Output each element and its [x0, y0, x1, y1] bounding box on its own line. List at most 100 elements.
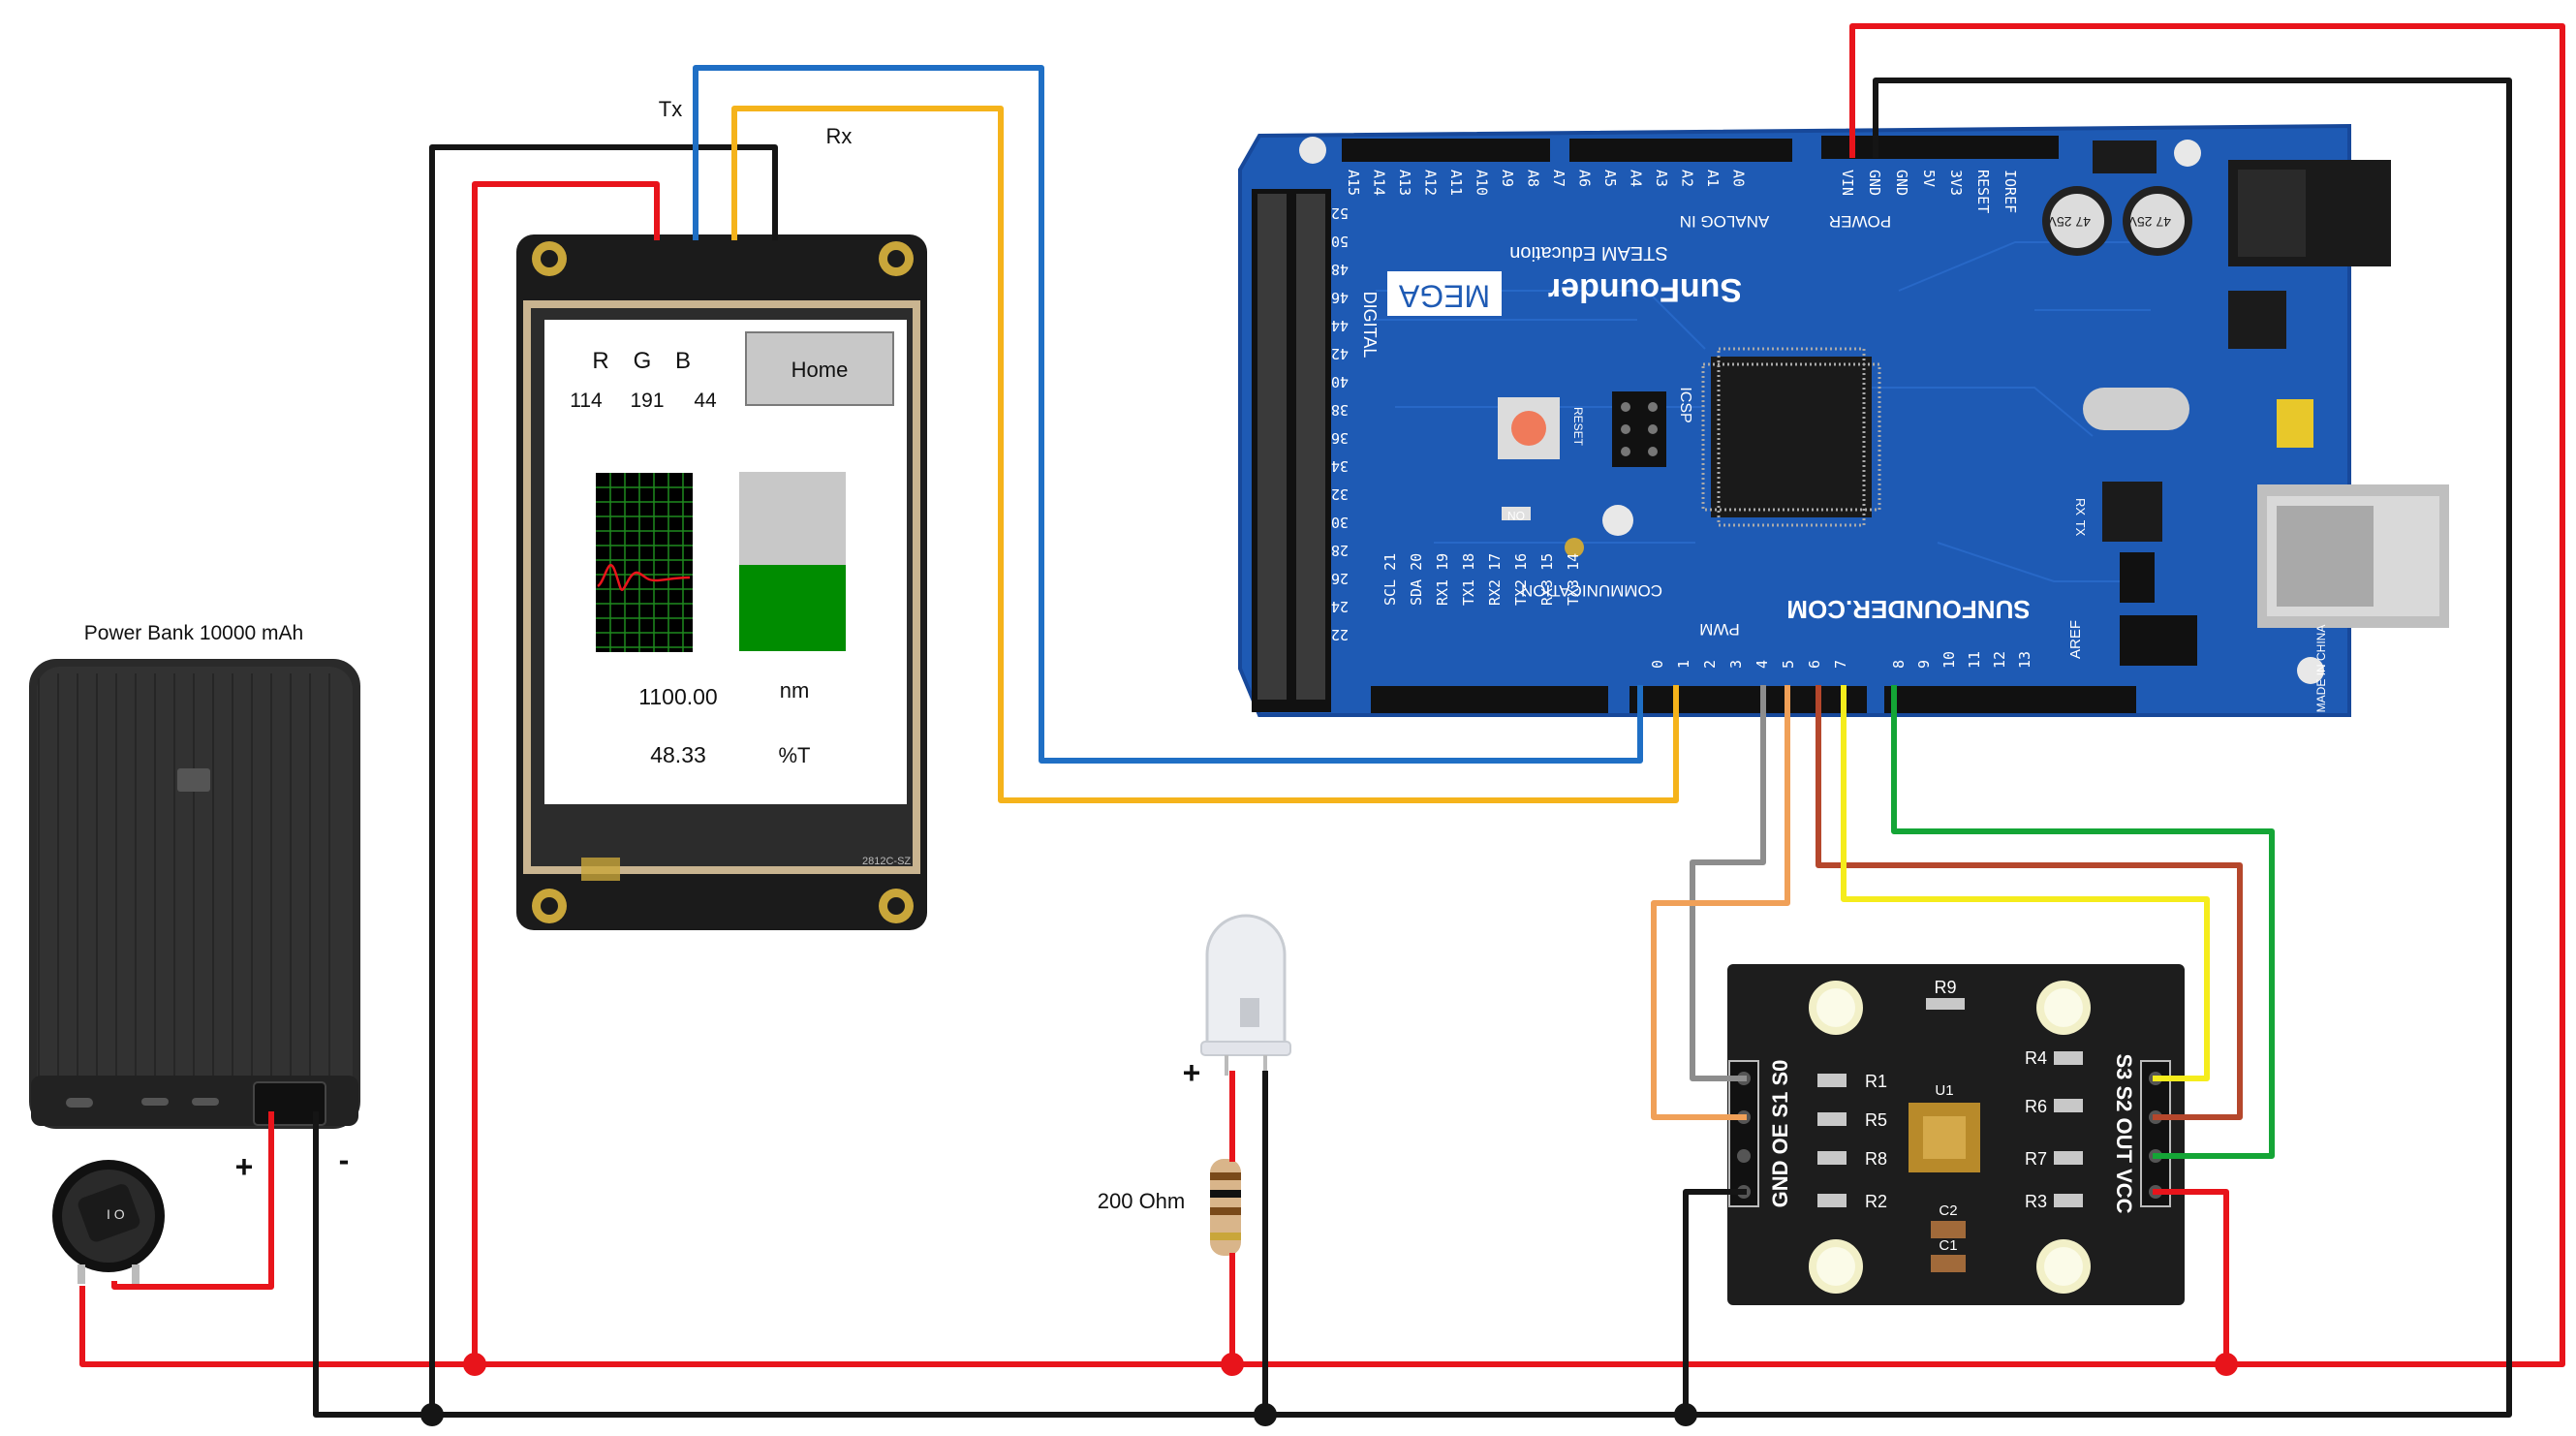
- arduino-pin-label: SCL 21: [1381, 553, 1399, 606]
- display-home-button[interactable]: Home: [745, 331, 894, 406]
- arduino-pin-label: 5: [1780, 660, 1797, 669]
- arduino-model-box: [1387, 271, 1502, 316]
- power-bank-logo-icon: [177, 768, 210, 792]
- arduino-brand: SunFounder: [1548, 271, 1742, 308]
- arduino-on-label: ON: [1507, 509, 1525, 522]
- display-r-value: 114: [570, 390, 603, 412]
- sensor-left-pins: GND OE S1 S0: [1768, 1060, 1792, 1208]
- arduino-pin-label: A15: [1345, 170, 1362, 196]
- sensor-r9: R9: [1934, 978, 1956, 997]
- arduino-pin-label: 36: [1331, 429, 1349, 447]
- arduino-pin-label: A7: [1550, 170, 1567, 187]
- arduino-pin-label: RX1 19: [1434, 553, 1451, 606]
- power-switch[interactable]: I O: [52, 1160, 165, 1284]
- display-home-button-label[interactable]: Home: [791, 358, 849, 382]
- resistor-label: 200 Ohm: [1098, 1189, 1186, 1213]
- display-transmittance-bar: [739, 472, 846, 651]
- resistor-200-ohm: [1210, 1159, 1241, 1256]
- arduino-section-power: POWER: [1829, 212, 1891, 231]
- arduino-pin-label: A5: [1601, 170, 1619, 187]
- arduino-pin-label: VIN: [1839, 170, 1856, 196]
- sensor-r7: R7: [2025, 1149, 2047, 1169]
- arduino-pin-label: TX1 18: [1460, 553, 1477, 606]
- arduino-pin-label: 40: [1331, 373, 1349, 390]
- arduino-made-in: MADE IN CHINA: [2314, 625, 2328, 713]
- arduino-pin-label: 3: [1727, 660, 1745, 669]
- arduino-section-pwm: PWM: [1699, 620, 1740, 639]
- arduino-pin-label: 44: [1331, 317, 1349, 334]
- sensor-c2: C2: [1939, 1202, 1957, 1219]
- sensor-r5: R5: [1865, 1110, 1887, 1130]
- arduino-pin-label: 34: [1331, 457, 1349, 475]
- sensor-u1: U1: [1935, 1082, 1953, 1099]
- arduino-pin-label: RX2 17: [1486, 553, 1504, 606]
- arduino-model: MEGA: [1398, 279, 1490, 314]
- arduino-pin-label: A9: [1499, 170, 1516, 187]
- rx-label: Rx: [826, 124, 853, 148]
- svg-text:47 25V: 47 25V: [2127, 214, 2171, 230]
- arduino-pin-label: 4: [1754, 660, 1771, 669]
- battery-plus-label: +: [235, 1149, 254, 1184]
- arduino-pin-label: 26: [1331, 570, 1349, 587]
- display-transmittance-unit: %T: [779, 743, 811, 767]
- arduino-pin-label: A6: [1576, 170, 1594, 187]
- arduino-pin-label: 0: [1649, 660, 1666, 669]
- arduino-pin-label: 48: [1331, 261, 1349, 278]
- arduino-pin-label: 5V: [1920, 170, 1938, 187]
- arduino-pin-label: A8: [1525, 170, 1542, 187]
- arduino-pin-label: 13: [2016, 651, 2033, 669]
- arduino-pin-label: 2: [1701, 660, 1719, 669]
- arduino-mcu-chip: [1711, 357, 1872, 517]
- arduino-pin-label: A10: [1474, 170, 1491, 196]
- arduino-tx-label: TX: [2073, 520, 2088, 537]
- arduino-pin-label: 11: [1966, 651, 1983, 669]
- arduino-mega-board: 47 25V 47 25V: [1238, 123, 2449, 717]
- arduino-pin-label: 50: [1331, 233, 1349, 250]
- sensor-r4: R4: [2025, 1048, 2047, 1068]
- arduino-pin-label: A4: [1628, 170, 1645, 187]
- arduino-pin-label: GND: [1866, 170, 1883, 196]
- arduino-pin-label: 8: [1890, 660, 1908, 669]
- arduino-pin-label: IOREF: [2002, 170, 2019, 213]
- tcs3200-color-sensor: [1727, 964, 2185, 1305]
- arduino-section-digital: DIGITAL: [1360, 292, 1380, 359]
- arduino-reset-label: RESET: [1571, 407, 1585, 447]
- arduino-pin-label: A0: [1730, 170, 1748, 187]
- battery-minus-label: -: [339, 1142, 350, 1177]
- arduino-pin-label: 6: [1806, 660, 1823, 669]
- arduino-subtitle: STEAM Education: [1509, 242, 1667, 264]
- arduino-pin-label: A11: [1447, 170, 1465, 196]
- arduino-pin-label: RX3 15: [1538, 553, 1556, 606]
- arduino-pin-label: A14: [1371, 170, 1388, 196]
- sensor-right-pins: S3 S2 OUT VCC: [2112, 1053, 2136, 1213]
- arduino-reset-button[interactable]: [1498, 397, 1560, 459]
- arduino-section-analog: ANALOG IN: [1680, 212, 1770, 231]
- arduino-pin-label: TX2 16: [1512, 553, 1530, 606]
- arduino-pin-label: 32: [1331, 485, 1349, 503]
- arduino-aref-label: AREF: [2067, 620, 2084, 659]
- arduino-pin-label: 42: [1331, 345, 1349, 362]
- wires: [79, 23, 2565, 1426]
- led-plus-label: +: [1183, 1055, 1201, 1090]
- arduino-pin-label: 22: [1331, 626, 1349, 643]
- sensor-r1: R1: [1865, 1072, 1887, 1091]
- display-r-header: R: [592, 348, 608, 374]
- display-g-header: G: [634, 348, 652, 374]
- arduino-pin-label: A2: [1679, 170, 1696, 187]
- arduino-pin-label: 46: [1331, 289, 1349, 306]
- arduino-pin-label: A13: [1396, 170, 1413, 196]
- arduino-pin-label: 24: [1331, 598, 1349, 615]
- arduino-section-communication: COMMUNICATION: [1521, 581, 1662, 600]
- display-wavelength-value: 1100.00: [638, 684, 717, 709]
- white-led: [1200, 914, 1291, 1076]
- arduino-pin-label: 9: [1915, 660, 1933, 669]
- power-bank: [29, 659, 360, 1129]
- arduino-pin-label: A12: [1422, 170, 1440, 196]
- arduino-pin-label: 7: [1832, 660, 1849, 669]
- svg-text:I O: I O: [107, 1206, 125, 1222]
- svg-text:47 25V: 47 25V: [2047, 214, 2091, 230]
- arduino-pin-label: 12: [1991, 651, 2008, 669]
- arduino-pin-label: 1: [1675, 660, 1692, 669]
